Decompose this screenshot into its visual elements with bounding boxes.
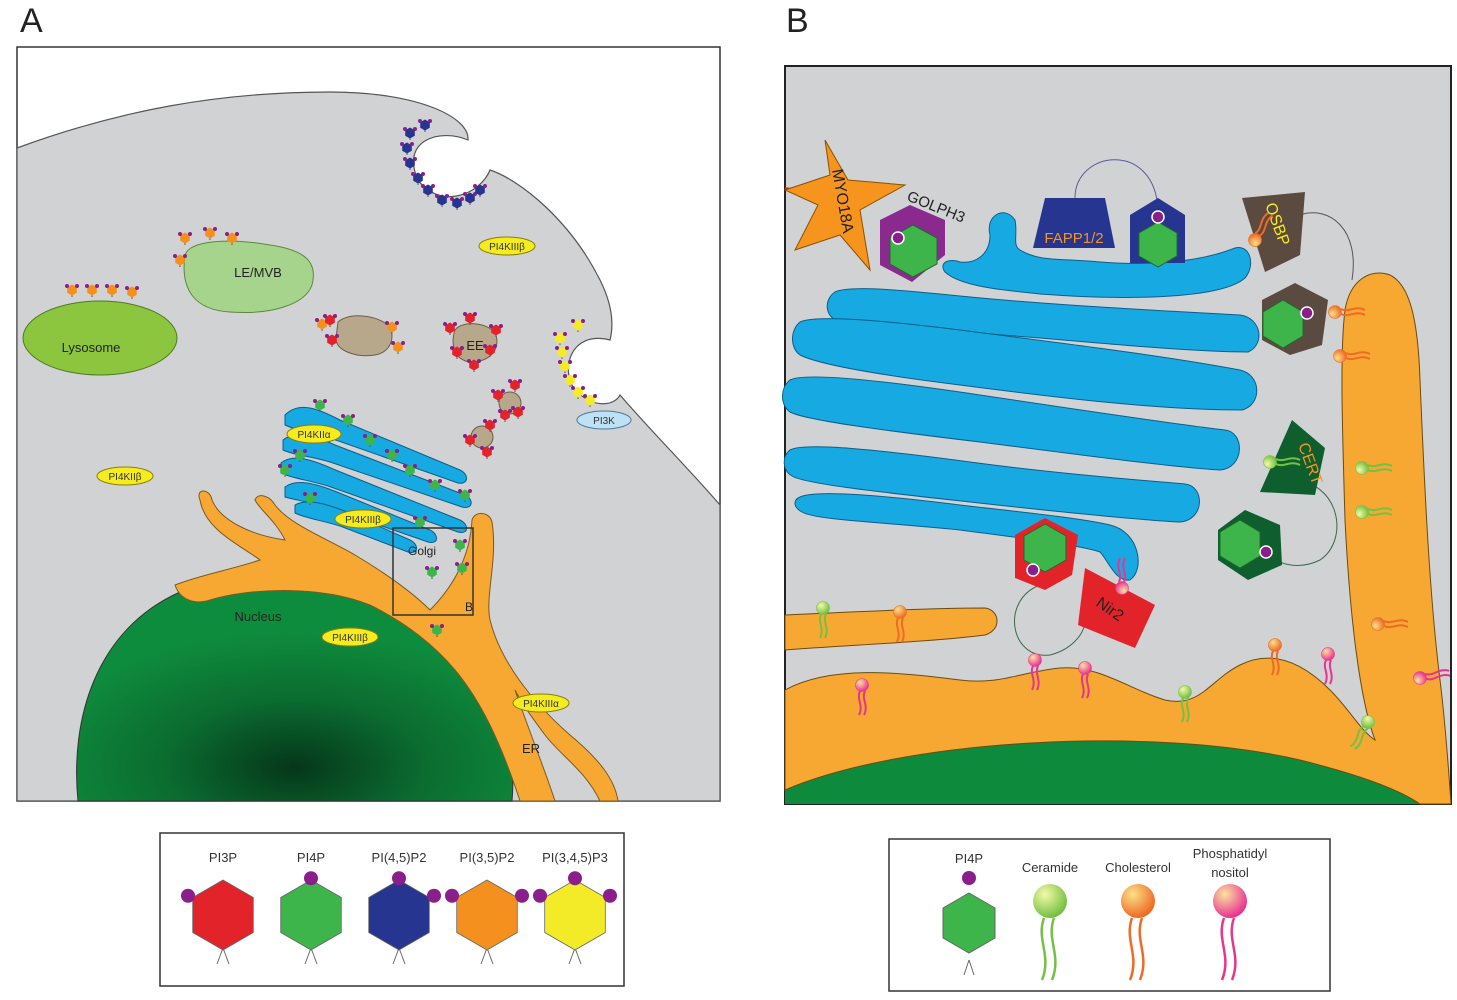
- label-ee: EE: [466, 338, 484, 353]
- label-er: ER: [522, 741, 540, 756]
- panel-b-letter: B: [786, 2, 809, 41]
- phosphate-dot: [533, 889, 547, 903]
- lysosome: [23, 301, 177, 375]
- phosphate-dot: [392, 871, 406, 885]
- legend-b-label: PI4P: [955, 851, 983, 866]
- label-lysosome: Lysosome: [62, 340, 121, 355]
- svg-text:PI4KIIβ: PI4KIIβ: [109, 472, 142, 483]
- phosphate-dot: [515, 889, 529, 903]
- legend-b-label: Ceramide: [1022, 860, 1078, 875]
- enzyme-pi4kiiib-pm: PI4KIIIβ: [479, 237, 535, 255]
- legend-b-label: Cholesterol: [1105, 860, 1171, 875]
- legend-a-label: PI(3,4,5)P3: [542, 850, 608, 865]
- endosome-1: [336, 316, 392, 356]
- enzyme-pi3k: PI3K: [577, 411, 631, 429]
- svg-text:FAPP1/2: FAPP1/2: [1044, 230, 1103, 247]
- phosphate-dot: [445, 889, 459, 903]
- svg-text:PI3K: PI3K: [593, 416, 615, 427]
- svg-text:PI4KIIIβ: PI4KIIIβ: [345, 515, 381, 526]
- legend-b-label: nositol: [1211, 865, 1249, 880]
- svg-text:PI4KIIα: PI4KIIα: [297, 430, 330, 441]
- enzyme-pi4kiib: PI4KIIβ: [97, 467, 153, 485]
- phosphate-dot: [181, 889, 195, 903]
- label-nucleus: Nucleus: [235, 609, 282, 624]
- label-le-mvb: LE/MVB: [234, 265, 282, 280]
- enzyme-pi4kiia: PI4KIIα: [287, 425, 341, 443]
- enzyme-pi4kiiia: PI4KIIIα: [513, 694, 569, 712]
- enzyme-pi4kiiib-nucleus: PI4KIIIβ: [322, 628, 378, 646]
- svg-text:PI4KIIIβ: PI4KIIIβ: [489, 242, 525, 253]
- phosphate-dot: [568, 871, 582, 885]
- svg-text:PI4KIIIα: PI4KIIIα: [523, 699, 559, 710]
- phosphate-dot: [304, 871, 318, 885]
- legend-a-label: PI(3,5)P2: [460, 850, 515, 865]
- legend-b-label: Phosphatidyl: [1193, 846, 1268, 861]
- legend-a-label: PI(4,5)P2: [372, 850, 427, 865]
- svg-text:PI4KIIIβ: PI4KIIIβ: [332, 633, 368, 644]
- legend-a-label: PI4P: [297, 850, 325, 865]
- legend-a-label: PI3P: [209, 850, 237, 865]
- label-box-b: B: [465, 600, 473, 614]
- phosphate-dot: [603, 889, 617, 903]
- fapp-protein: FAPP1/2: [1033, 198, 1115, 248]
- enzyme-pi4kiiib-golgi: PI4KIIIβ: [335, 510, 391, 528]
- phosphate-dot: [427, 889, 441, 903]
- label-golgi: Golgi: [408, 544, 436, 558]
